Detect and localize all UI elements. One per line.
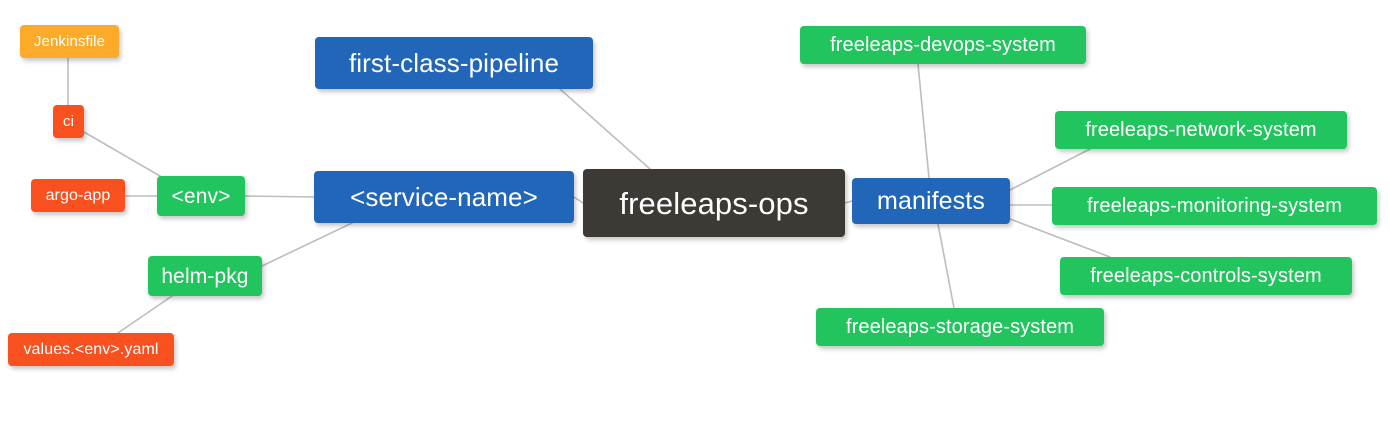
node-label-freeleaps-storage-system: freeleaps-storage-system <box>845 316 1075 338</box>
edge-first-class-pipeline-to-freeleaps-ops <box>559 88 651 170</box>
edge-env-to-ci <box>83 131 161 177</box>
mindmap-node-values-env-yaml[interactable]: values.<env>.yaml <box>8 333 174 366</box>
mindmap-node-argo-app[interactable]: argo-app <box>31 179 125 212</box>
mindmap-node-freeleaps-devops-system[interactable]: freeleaps-devops-system <box>800 26 1086 64</box>
mindmap-node-service-name[interactable]: <service-name> <box>314 171 574 223</box>
edge-helm-pkg-to-values-env-yaml <box>117 295 173 334</box>
node-label-service-name: <service-name> <box>350 182 538 212</box>
mindmap-node-helm-pkg[interactable]: helm-pkg <box>148 256 262 296</box>
node-label-freeleaps-network-system: freeleaps-network-system <box>1085 119 1317 141</box>
mindmap-node-first-class-pipeline[interactable]: first-class-pipeline <box>315 37 593 89</box>
edge-manifests-to-freeleaps-storage-system <box>937 223 955 309</box>
node-label-env: <env> <box>171 184 231 208</box>
mindmap-node-freeleaps-storage-system[interactable]: freeleaps-storage-system <box>816 308 1104 346</box>
edge-manifests-to-freeleaps-network-system <box>1009 148 1091 191</box>
mindmap-node-freeleaps-controls-system[interactable]: freeleaps-controls-system <box>1060 257 1352 295</box>
node-label-helm-pkg: helm-pkg <box>161 264 249 288</box>
node-label-first-class-pipeline: first-class-pipeline <box>348 48 560 78</box>
edge-service-name-to-helm-pkg <box>261 222 353 267</box>
mindmap-node-freeleaps-monitoring-system[interactable]: freeleaps-monitoring-system <box>1052 187 1377 225</box>
mindmap-node-ci[interactable]: ci <box>53 105 84 138</box>
mindmap-node-freeleaps-network-system[interactable]: freeleaps-network-system <box>1055 111 1347 149</box>
node-label-ci: ci <box>62 113 75 130</box>
node-label-jenkinsfile: Jenkinsfile <box>33 33 106 50</box>
edge-service-name-to-env <box>244 195 315 198</box>
mindmap-node-freeleaps-ops[interactable]: freeleaps-ops <box>583 169 845 237</box>
node-label-freeleaps-devops-system: freeleaps-devops-system <box>830 34 1056 56</box>
edge-freeleaps-ops-to-manifests <box>844 200 853 204</box>
mindmap-node-manifests[interactable]: manifests <box>852 178 1010 224</box>
edge-manifests-to-freeleaps-devops-system <box>917 63 930 179</box>
node-label-freeleaps-monitoring-system: freeleaps-monitoring-system <box>1086 195 1342 217</box>
node-label-freeleaps-controls-system: freeleaps-controls-system <box>1090 265 1322 287</box>
node-label-manifests: manifests <box>877 186 985 215</box>
node-label-freeleaps-ops: freeleaps-ops <box>619 185 809 221</box>
edge-freeleaps-ops-to-service-name <box>573 196 584 204</box>
node-label-values-env-yaml: values.<env>.yaml <box>23 340 159 358</box>
mindmap-node-jenkinsfile[interactable]: Jenkinsfile <box>20 25 119 58</box>
mindmap-node-env[interactable]: <env> <box>157 176 245 216</box>
node-label-argo-app: argo-app <box>45 186 111 204</box>
